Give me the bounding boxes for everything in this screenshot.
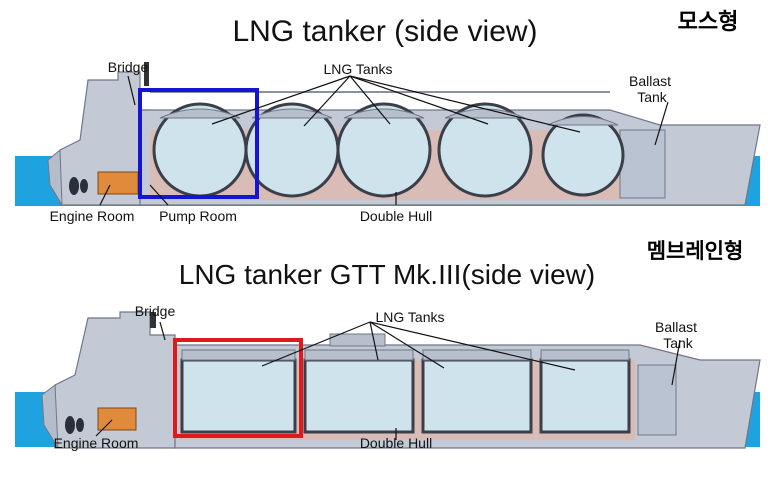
membrane-tank-4 <box>539 358 631 434</box>
bottom-tank-roofs <box>181 333 630 361</box>
top-propeller-icon <box>69 177 88 195</box>
membrane-tank-1 <box>180 358 297 434</box>
bottom-lng-tanks-label: LNG Tanks <box>376 309 445 325</box>
top-engine-room-label: Engine Room <box>50 208 135 224</box>
bottom-double-hull-label: Double Hull <box>360 435 432 451</box>
bottom-ballast-line-1: Ballast <box>655 319 697 335</box>
bottom-type-label: 멤브레인형 <box>647 239 744 263</box>
top-ballast-line-2: Tank <box>637 89 668 105</box>
bottom-ballast-line-2: Tank <box>663 335 694 351</box>
bottom-ballast-tank-label: Ballast Tank <box>655 319 701 351</box>
moss-tank-5 <box>541 113 625 197</box>
bottom-engine-room <box>97 407 137 431</box>
top-ballast-tank <box>619 129 666 199</box>
top-mast-icon <box>144 62 149 86</box>
moss-tank-4 <box>437 102 533 198</box>
bottom-highlight-box <box>173 338 303 438</box>
top-bridge-label: Bridge <box>108 59 149 75</box>
top-lng-tanks-label: LNG Tanks <box>324 61 393 77</box>
bottom-propeller-icon <box>65 416 84 434</box>
bottom-ballast-tank <box>637 364 677 436</box>
top-ballast-line-1: Ballast <box>629 73 671 89</box>
top-stern <box>47 148 63 206</box>
membrane-tank-2 <box>303 358 415 434</box>
bottom-mast-icon <box>150 312 156 328</box>
top-engine-room <box>97 171 139 195</box>
bottom-bridge-label: Bridge <box>135 303 176 319</box>
bottom-title: LNG tanker GTT Mk.III(side view) <box>179 259 595 290</box>
top-highlight-box <box>138 88 259 199</box>
moss-type-section: LNG tanker (side view) 모스형 <box>15 10 761 224</box>
top-pump-room-label: Pump Room <box>159 208 237 224</box>
bottom-leader-lines <box>95 321 681 440</box>
top-type-label: 모스형 <box>678 10 739 35</box>
top-lng-tanks <box>152 102 625 198</box>
membrane-type-section: 멤브레인형 LNG tanker GTT Mk.III(side view) <box>15 239 761 451</box>
top-double-hull-label: Double Hull <box>360 208 432 224</box>
bottom-stern <box>41 384 59 449</box>
bottom-engine-room-label: Engine Room <box>54 435 139 451</box>
top-leader-lines <box>99 75 669 206</box>
bottom-lng-tanks <box>180 358 631 434</box>
top-title: LNG tanker (side view) <box>232 15 537 48</box>
top-ballast-tank-label: Ballast Tank <box>629 73 675 105</box>
membrane-tank-3 <box>421 358 533 434</box>
moss-tank-3 <box>336 102 432 198</box>
